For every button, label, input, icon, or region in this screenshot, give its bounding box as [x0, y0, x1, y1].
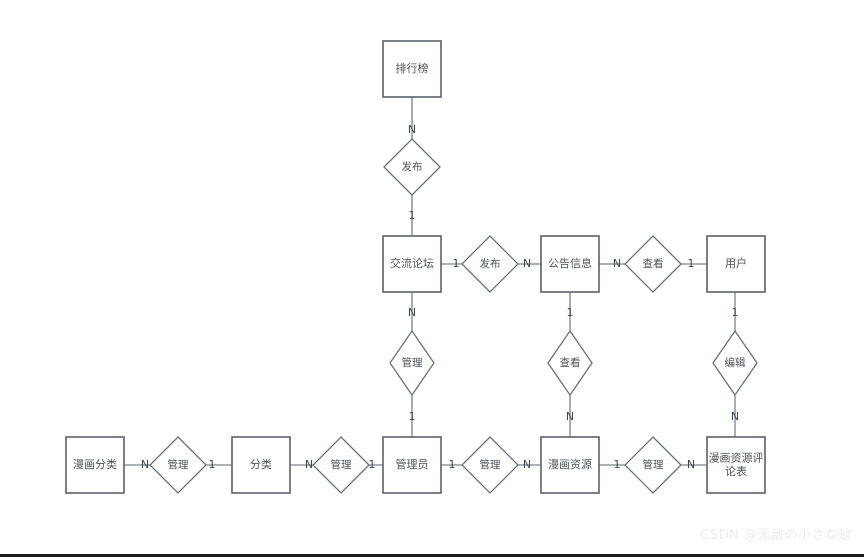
cardinality-label: 1 [688, 257, 695, 270]
relationship-layer: 发布发布查看管理查看编辑管理管理管理管理 [149, 138, 758, 494]
cardinality-label: N [305, 458, 313, 471]
relationship-label: 管理 [168, 458, 189, 471]
cardinality-label: N [731, 410, 739, 423]
relationship-label: 管理 [643, 458, 664, 471]
relationship-diamond[interactable] [312, 436, 370, 494]
entity-label: 公告信息 [548, 256, 592, 270]
entity-comic-comment[interactable]: 漫画资源评论表 [706, 436, 766, 494]
cardinality-label: 1 [567, 306, 574, 319]
cardinality-label: N [141, 458, 149, 471]
entity-label: 漫画资源 [548, 457, 592, 471]
entity-comic-category[interactable]: 漫画分类 [65, 436, 125, 494]
relationship-label: 查看 [643, 257, 664, 270]
entity-box[interactable] [65, 436, 125, 494]
relationship-label: 管理 [480, 458, 501, 471]
cardinality-label: 1 [453, 257, 460, 270]
relationship-diamond[interactable] [389, 329, 435, 397]
entity-announcement[interactable]: 公告信息 [540, 235, 600, 293]
cardinality-label: 1 [409, 410, 416, 423]
entity-administrator[interactable]: 管理员 [382, 436, 442, 494]
entity-label: 分类 [250, 457, 272, 471]
relationship-manage-category[interactable]: 管理 [312, 436, 370, 494]
relationship-manage-comic-cat[interactable]: 管理 [149, 436, 207, 494]
watermark-text: CSDN @无敌の小さな蚊 [700, 528, 852, 543]
cardinality-label: N [687, 458, 695, 471]
entity-label: 管理员 [396, 457, 429, 471]
cardinality-label: 1 [732, 306, 739, 319]
cardinality-label: N [408, 306, 416, 319]
relationship-label: 管理 [402, 356, 423, 369]
cardinality-label: 1 [409, 209, 416, 222]
cardinality-label: 1 [209, 458, 216, 471]
cardinality-label: N [408, 123, 416, 136]
relationship-diamond[interactable] [149, 436, 207, 494]
entity-label: 漫画资源评论表 [709, 450, 764, 478]
relationship-label: 发布 [402, 160, 423, 173]
relationship-diamond[interactable] [547, 329, 593, 397]
entity-box[interactable] [540, 436, 600, 494]
entity-user[interactable]: 用户 [706, 235, 766, 293]
entity-label: 交流论坛 [390, 256, 434, 270]
entity-label: 漫画分类 [73, 457, 117, 471]
cardinality-label: N [566, 410, 574, 423]
entity-comic-resource[interactable]: 漫画资源 [540, 436, 600, 494]
cardinality-label: 1 [369, 458, 376, 471]
cardinality-label: N [613, 257, 621, 270]
relationship-view-user[interactable]: 查看 [624, 235, 682, 293]
relationship-manage-comment[interactable]: 管理 [624, 436, 682, 494]
entity-box[interactable] [382, 40, 442, 98]
entity-forum[interactable]: 交流论坛 [382, 235, 442, 293]
relationship-label: 管理 [331, 458, 352, 471]
relationship-label: 编辑 [725, 356, 746, 369]
relationship-edit-user[interactable]: 编辑 [712, 329, 758, 397]
cardinality-label: N [523, 257, 531, 270]
relationship-manage-forum-admin[interactable]: 管理 [389, 329, 435, 397]
entity-box[interactable] [540, 235, 600, 293]
entity-label: 排行榜 [396, 61, 429, 75]
relationship-publish-announcement[interactable]: 发布 [461, 235, 519, 293]
cardinality-label: 1 [449, 458, 456, 471]
relationship-diamond[interactable] [624, 235, 682, 293]
entity-box[interactable] [706, 235, 766, 293]
relationship-manage-resource[interactable]: 管理 [461, 436, 519, 494]
relationship-diamond[interactable] [461, 235, 519, 293]
relationship-view-announcement[interactable]: 查看 [547, 329, 593, 397]
relationship-diamond[interactable] [712, 329, 758, 397]
entity-box[interactable] [382, 235, 442, 293]
entity-label: 用户 [725, 256, 747, 270]
entity-box[interactable] [706, 436, 766, 494]
cardinality-label: N [523, 458, 531, 471]
relationship-diamond[interactable] [383, 138, 441, 196]
relationship-diamond[interactable] [461, 436, 519, 494]
entity-box[interactable] [231, 436, 291, 494]
relationship-label: 发布 [480, 257, 501, 270]
relationship-label: 查看 [560, 356, 581, 369]
entity-category[interactable]: 分类 [231, 436, 291, 494]
relationship-diamond[interactable] [624, 436, 682, 494]
entity-box[interactable] [382, 436, 442, 494]
bottom-rule [0, 554, 864, 557]
cardinality-label: 1 [614, 458, 621, 471]
relationship-publish-ranking[interactable]: 发布 [383, 138, 441, 196]
entity-ranking[interactable]: 排行榜 [382, 40, 442, 98]
connection-layer [124, 97, 736, 466]
